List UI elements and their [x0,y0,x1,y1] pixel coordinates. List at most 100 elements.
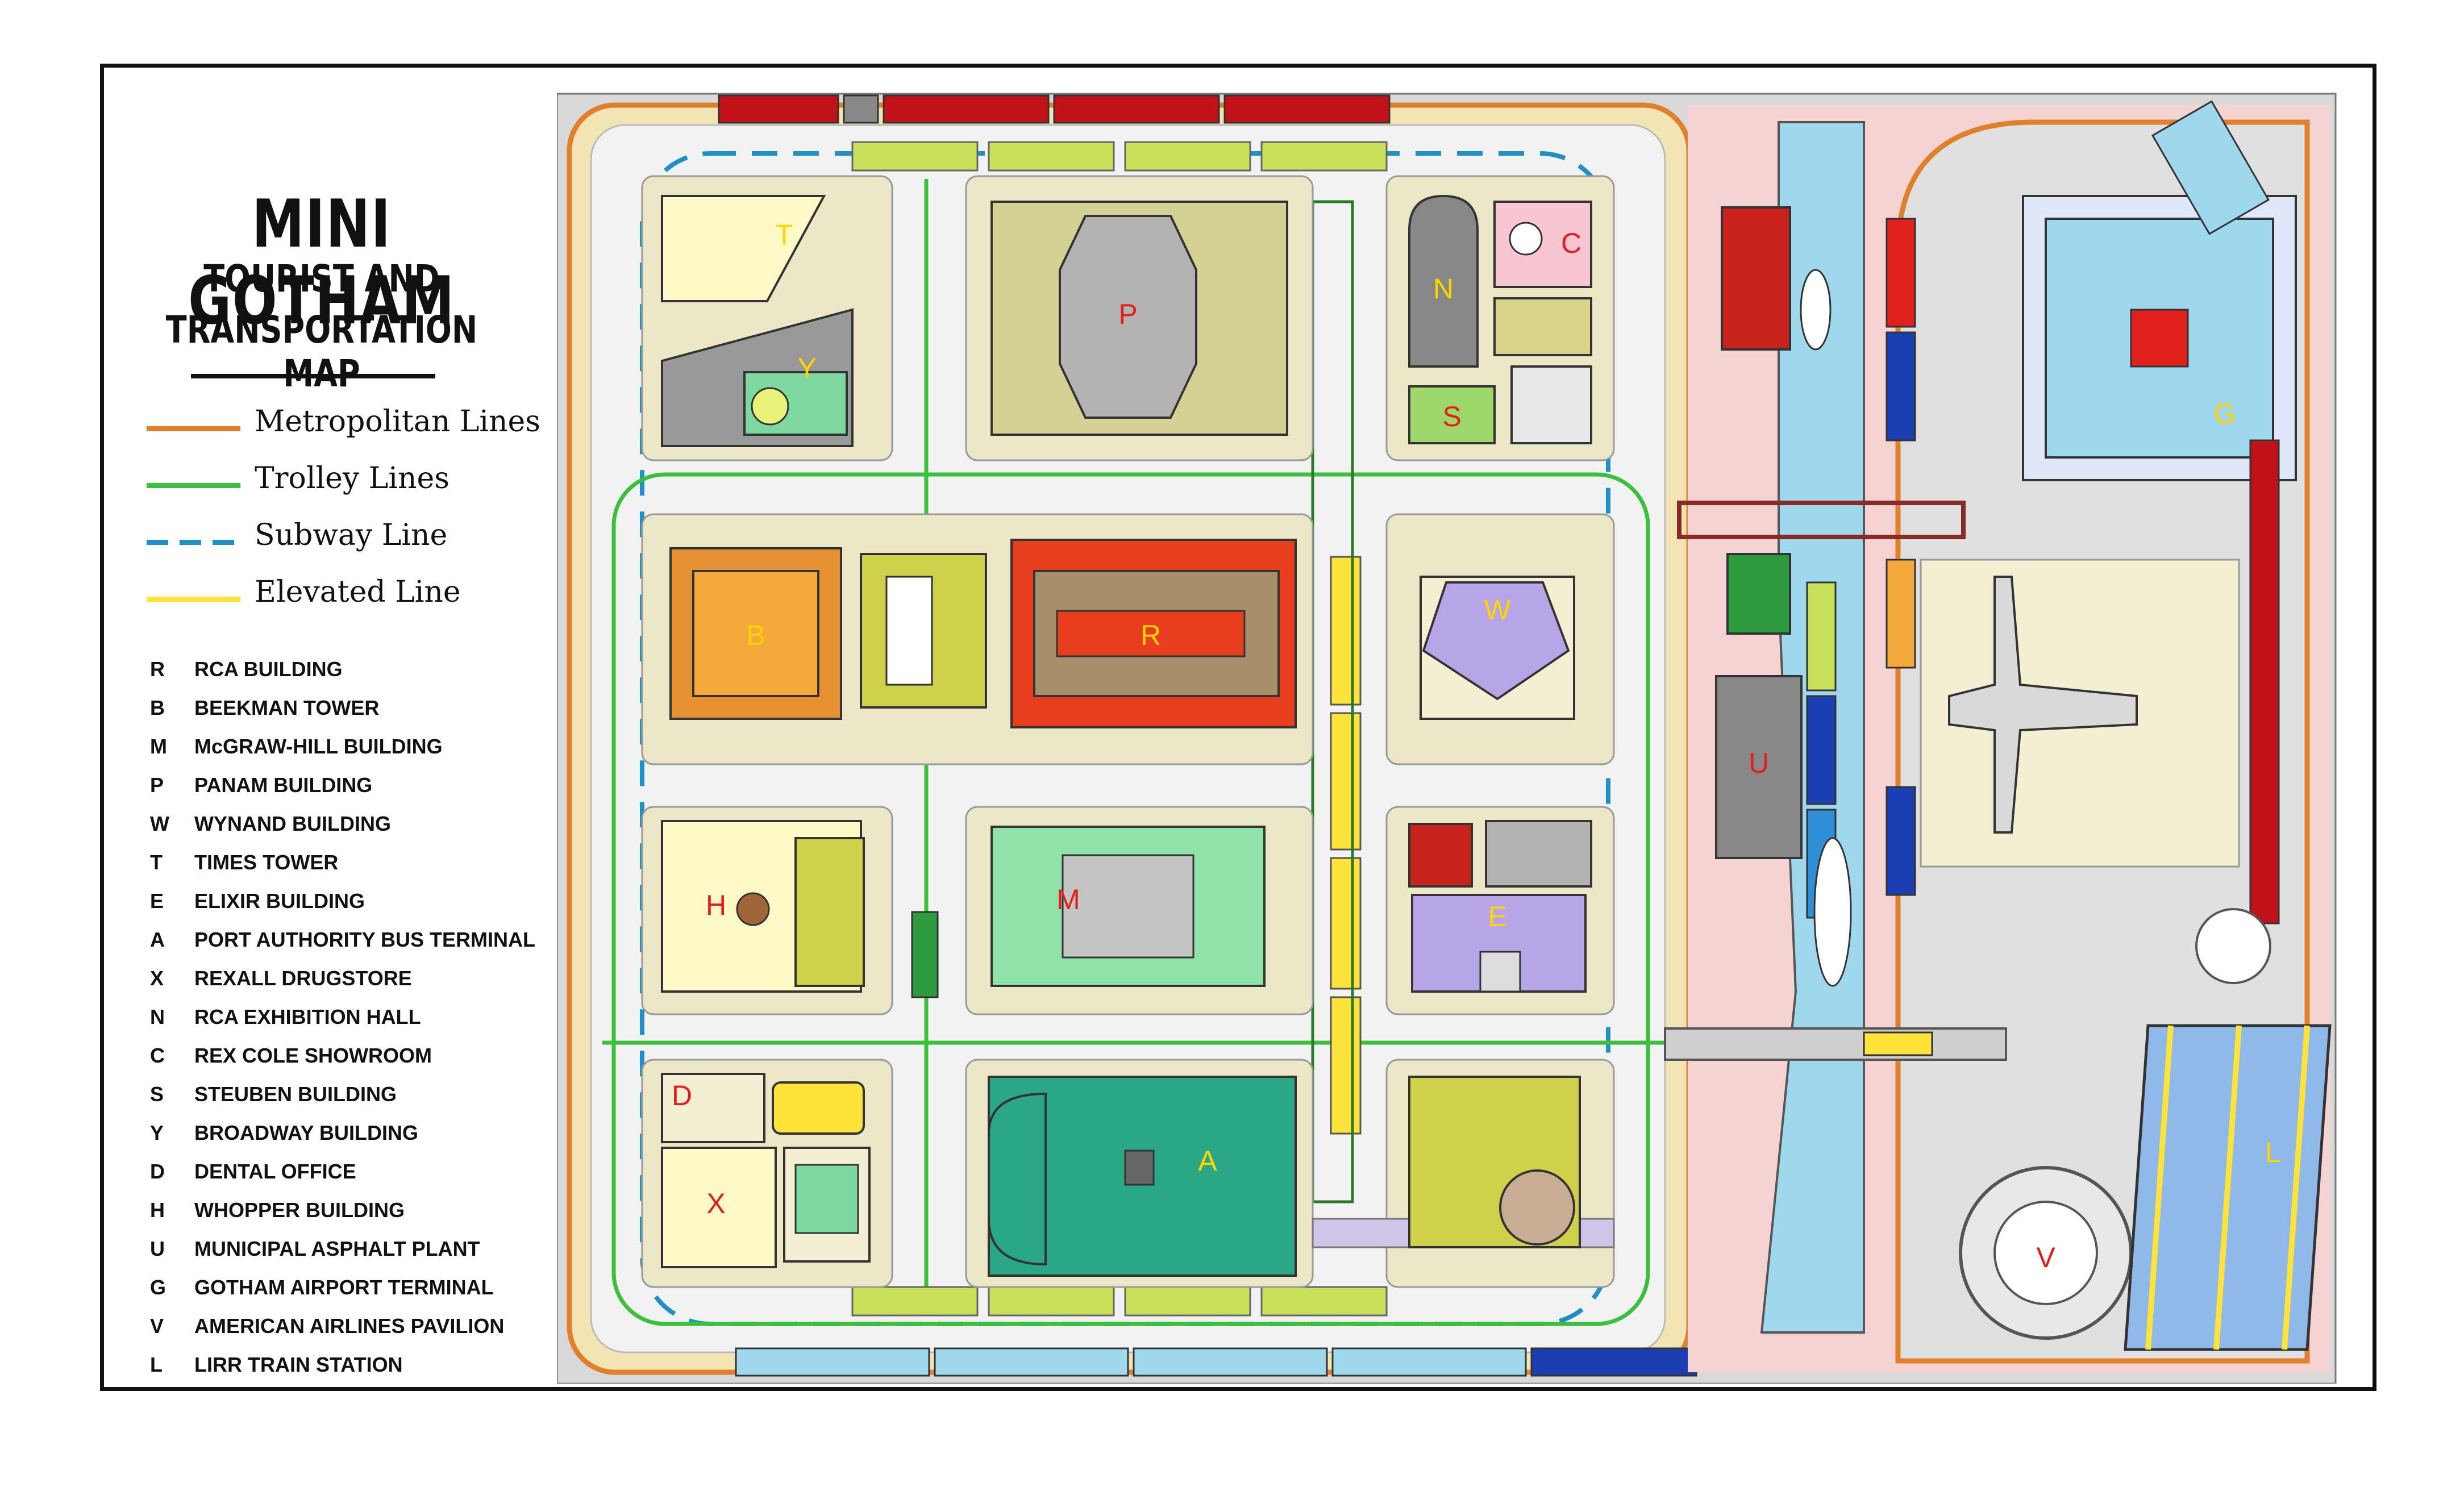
map-label-d: D [672,1080,692,1111]
river-boats [1800,269,1852,987]
city-map: T Y P N C S B R W H M E D X A U G V L [557,93,2337,1384]
elevated-platforms [851,141,1388,1317]
index-name: GOTHAM AIRPORT TERMINAL [194,1276,494,1299]
lirr-platform-1 [2145,1025,2174,1350]
bus-terminal-core [1124,1150,1155,1186]
index-name: MUNICIPAL ASPHALT PLANT [194,1237,480,1260]
index-name: REXALL DRUGSTORE [194,967,412,990]
key-elevated-line: Elevated Line [147,575,544,620]
map-label-e: E [1488,901,1506,932]
key-label: Metropolitan Lines [255,405,540,439]
map-label-x: X [706,1188,725,1219]
index-name: WHOPPER BUILDING [194,1198,405,1222]
annex-building [1493,297,1592,356]
gas-tank [1499,1169,1575,1246]
lirr-platform-2 [2213,1025,2242,1350]
metropolitan-train-north [718,94,1391,124]
metropolitan-train-east [2249,439,2280,924]
rexall-drugstore [661,1147,777,1268]
index-name: STEUBEN BUILDING [194,1082,397,1106]
index-name: BROADWAY BUILDING [194,1121,419,1144]
pavilion-rotunda [1993,1201,2098,1305]
index-name: RCA BUILDING [194,657,343,681]
map-subtitle-line-1: TOURIST AND [203,257,440,301]
index-name: REX COLE SHOWROOM [194,1044,432,1067]
map-label-g: G [2214,398,2236,430]
rexall-annex-roof [794,1164,859,1234]
yellow-bus-building [772,1081,865,1135]
title-divider [191,374,435,378]
asphalt-plant-silo [1721,206,1791,351]
index-code: U [150,1237,165,1260]
key-label: Subway Line [255,518,448,552]
subway-line-swatch [147,540,240,545]
beekman-tower-top [692,570,819,697]
legend-panel: MINI GOTHAM TOURIST AND TRANSPORTATION M… [100,64,555,1391]
index-name: LIRR TRAIN STATION [194,1353,403,1376]
index-code: R [150,657,165,681]
rex-cole-rotunda [1509,222,1543,256]
map-title: MINI GOTHAM [188,186,455,339]
index-row-e: E ELIXIR BUILDING [150,889,365,913]
index-code: W [150,812,169,835]
index-row-p: P PANAM BUILDING [150,773,372,797]
index-name: BEEKMAN TOWER [194,696,380,719]
index-name: ELIXIR BUILDING [194,889,365,913]
index-name: AMERICAN AIRLINES PAVILION [194,1314,505,1338]
map-subtitle-line-2: TRANSPORTATION MAP [165,308,478,395]
trolley-line-swatch [147,483,240,488]
crosstown-bridge [1664,1027,2007,1061]
broadway-building-dome [751,387,789,426]
index-code: P [150,773,164,797]
lirr-platform-3 [2282,1025,2310,1350]
index-code: Y [150,1121,164,1144]
map-label-n: N [1433,273,1454,305]
index-name: WYNAND BUILDING [194,812,391,835]
index-name: McGRAW-HILL BUILDING [194,735,443,758]
elevated-line-swatch [147,597,240,602]
steuben-annex [1510,365,1592,444]
index-name: TIMES TOWER [194,851,339,874]
freight-cars-east-bank [1886,218,1916,896]
whopper-building-dome [736,892,770,926]
elevated-car-bridge [1863,1031,1933,1056]
elixir-red-wing [1408,823,1473,888]
map-label-a: A [1198,1145,1217,1177]
map-label-c: C [1561,227,1581,259]
index-name: PORT AUTHORITY BUS TERMINAL [194,928,535,951]
dental-office [661,1073,765,1143]
index-code: C [150,1044,165,1067]
index-name: PANAM BUILDING [194,773,373,797]
steuben-building [1408,385,1496,444]
key-metropolitan-lines: Metropolitan Lines [147,405,544,450]
map-label-s: S [1442,401,1461,432]
index-code: H [150,1198,165,1222]
map-label-p: P [1118,298,1137,330]
river-bridge-north [1677,501,1966,539]
map-label-l: L [2265,1136,2281,1168]
airport-terminal-tower [2130,309,2189,368]
rca-exhibition-hall [1408,194,1479,368]
index-code: L [150,1353,163,1376]
freight-cars-west-bank [1806,581,1837,919]
airplane [1948,576,2138,834]
map-label-m: M [1056,884,1080,915]
map-label-h: H [706,889,726,921]
index-row-w: W WYNAND BUILDING [150,812,391,836]
municipal-asphalt-plant [1715,675,1803,859]
index-code: E [150,889,164,913]
map-label-t: T [776,219,793,251]
metropolitan-line-swatch [147,426,240,431]
panam-building-tower [1059,215,1197,419]
map-label-w: W [1484,594,1511,626]
index-row-u: U MUNICIPAL ASPHALT PLANT [150,1237,480,1261]
wynand-building-tower [1422,581,1570,701]
